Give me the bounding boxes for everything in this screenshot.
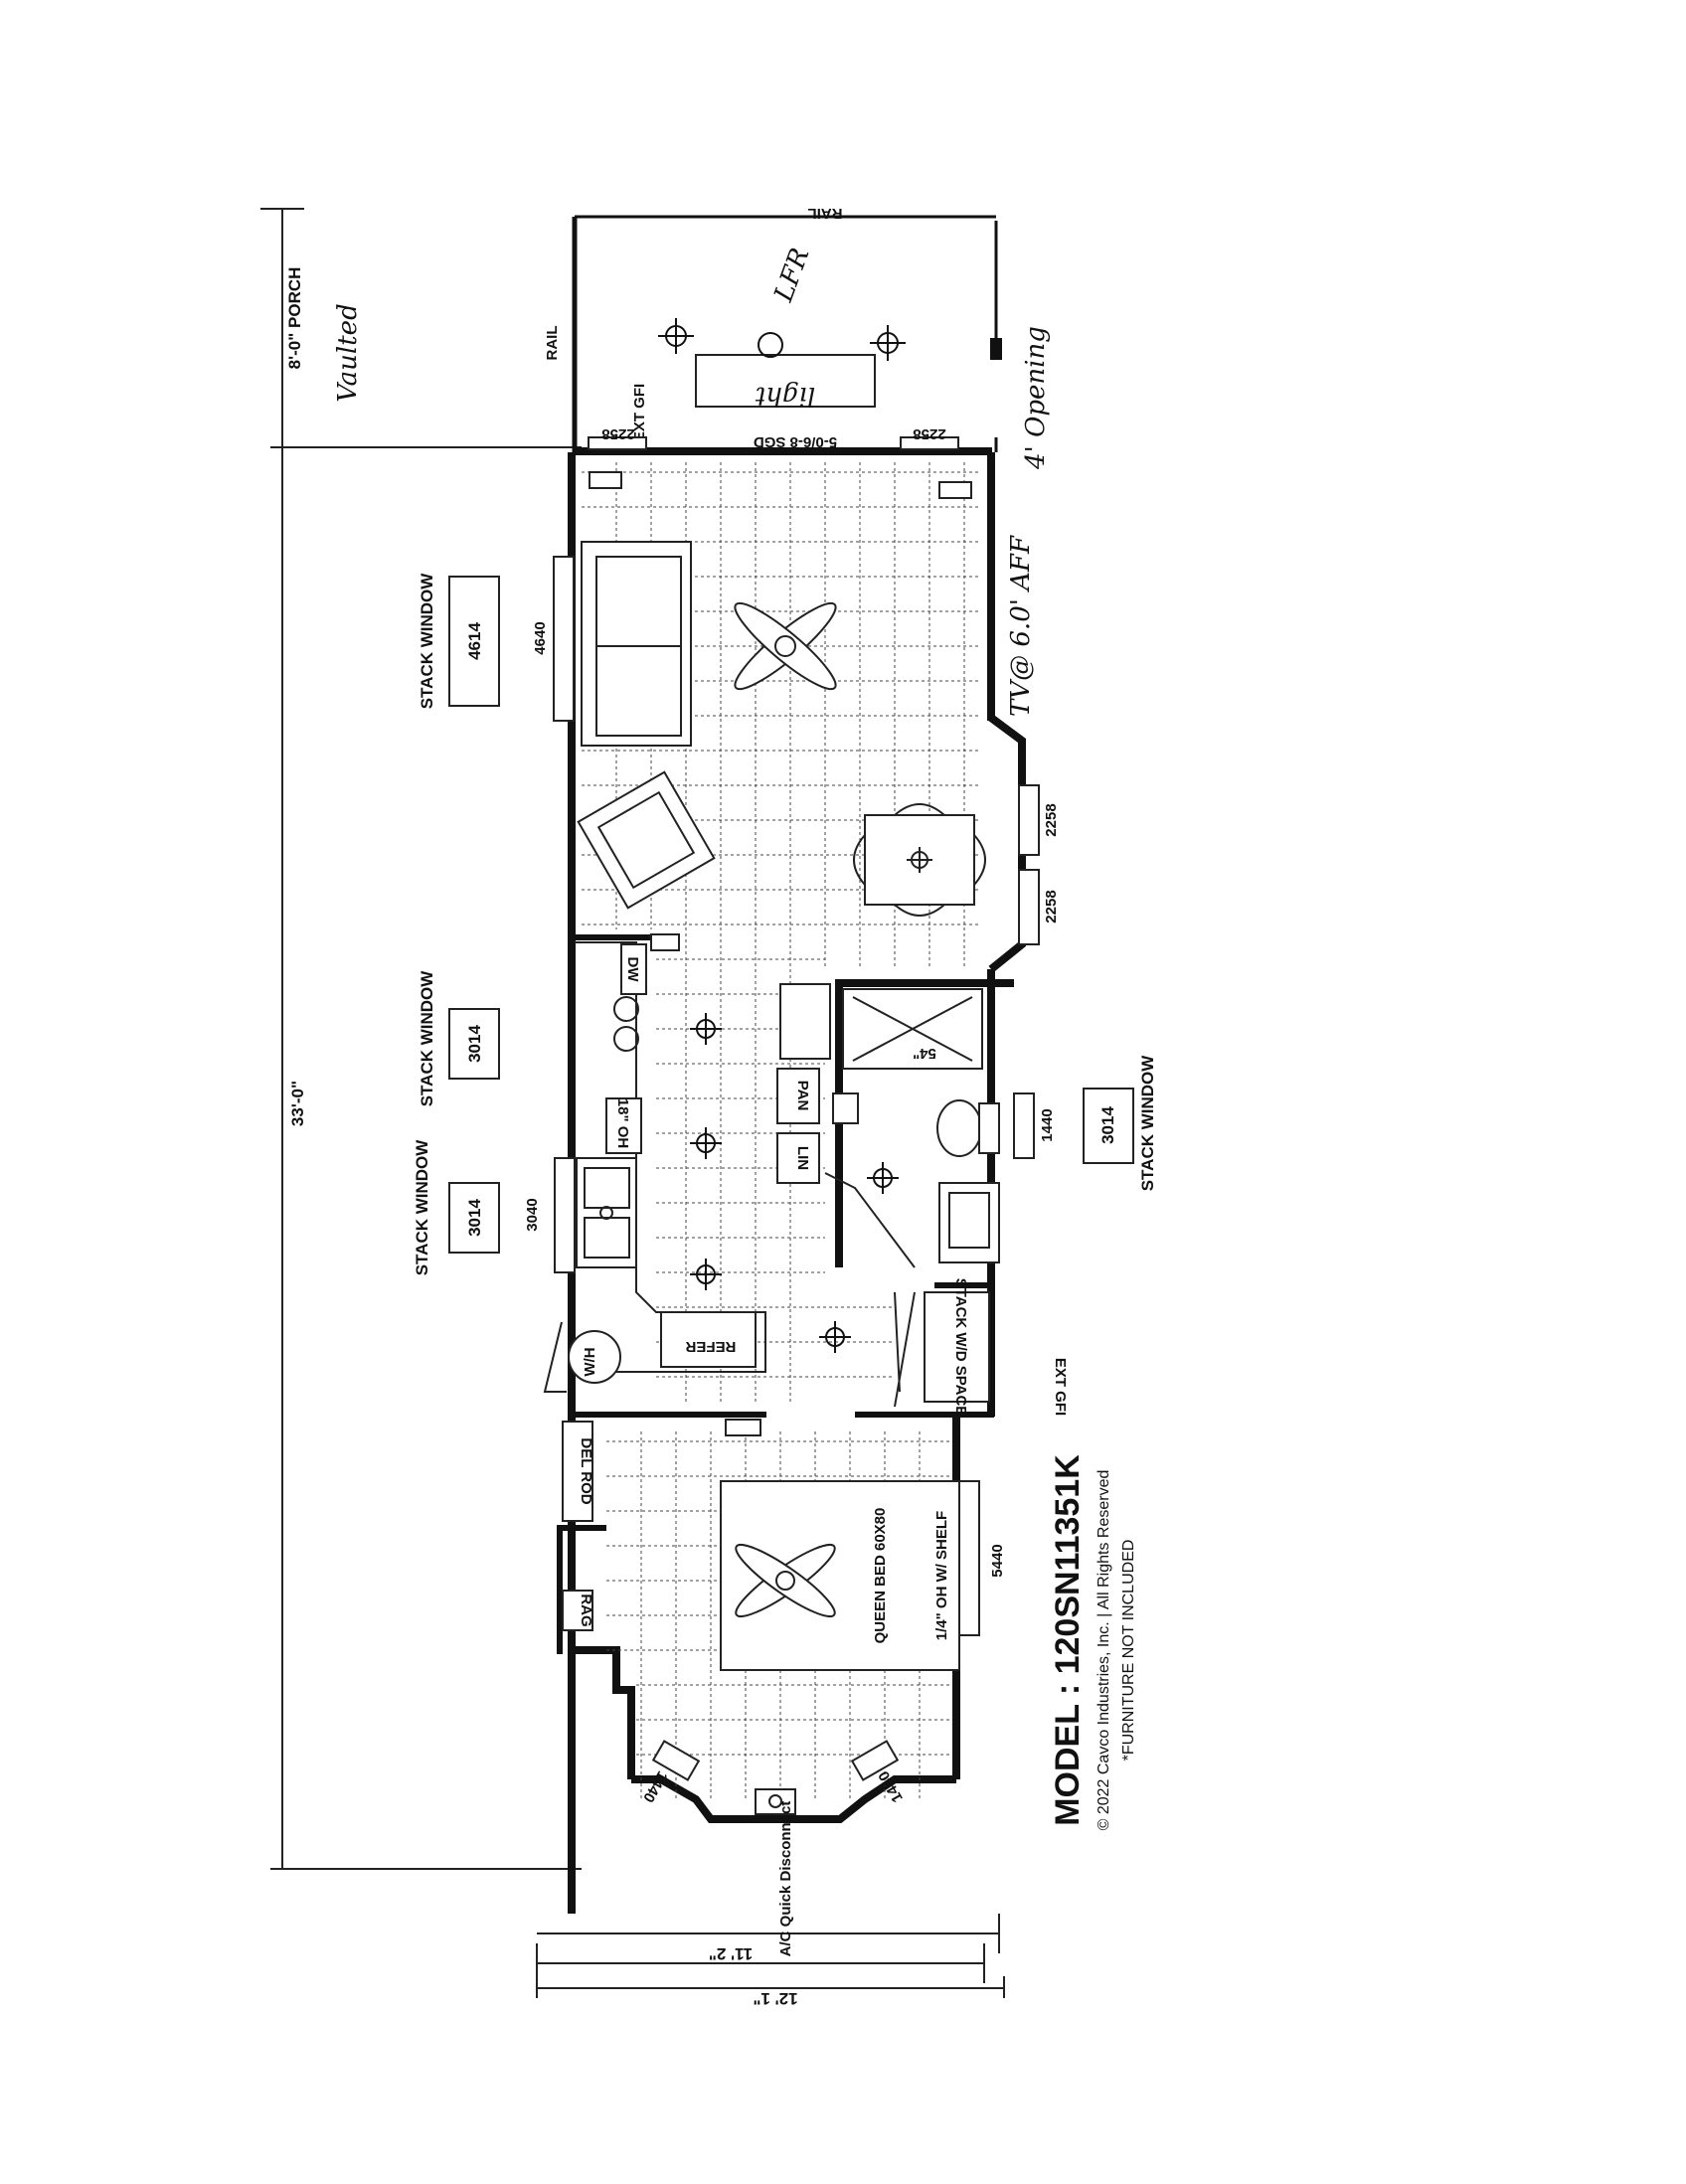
linen-label: LIN: [794, 1146, 811, 1170]
stack-window-4-code: 3014: [1098, 1106, 1117, 1144]
pantry-linen: [776, 983, 831, 1184]
ext-gfi-porch-label: EXT GFI: [631, 384, 648, 441]
rail-side-label: RAIL: [544, 326, 561, 361]
vaulted-note: Vaulted: [333, 303, 363, 402]
stack-window-4: STACK WINDOW: [1138, 1055, 1157, 1192]
stack-window-3-code: 3014: [465, 1199, 484, 1237]
stack-window-3: STACK WINDOW: [413, 1139, 431, 1276]
width-outer-dimension: 12' 1": [753, 1989, 797, 2008]
water-heater: [543, 1321, 621, 1393]
ac-disconnect-label: A/C Quick Disconnect: [777, 1801, 794, 1957]
oven-hood-label: 18" OH: [614, 1098, 631, 1148]
window-5440: 5440: [989, 1544, 1006, 1577]
registers: [589, 471, 972, 1436]
sgd-label: 5-0/6-8 SGD: [754, 433, 837, 450]
shelf-label: 1/4" OH W/ SHELF: [933, 1511, 950, 1640]
water-heater-label: W/H: [582, 1347, 598, 1376]
stack-window-1: STACK WINDOW: [418, 573, 436, 710]
dimension-lines: [260, 208, 1005, 1998]
pantry-label: PAN: [794, 1081, 811, 1111]
porch-lights: [658, 318, 906, 361]
laundry: [894, 1291, 990, 1408]
light-note: light: [755, 381, 815, 411]
dining-table: [853, 803, 986, 917]
bedroom: [562, 1421, 960, 1815]
porch-dimension: 8'-0" PORCH: [285, 267, 304, 370]
stack-window-1-code: 4614: [465, 622, 484, 660]
window-3040: 3040: [524, 1198, 541, 1231]
width-inner-dimension: 11' 2": [709, 1944, 753, 1963]
windows: [553, 436, 1040, 1781]
dishwasher-label: DW: [624, 957, 641, 983]
length-dimension: 33'-0": [288, 1081, 307, 1126]
window-4640: 4640: [532, 621, 549, 654]
stack-window-2-code: 3014: [465, 1025, 484, 1063]
ext-gfi-side-label: EXT GFI: [1052, 1358, 1069, 1416]
window-2258-a: 2258: [601, 425, 634, 442]
window-2258-c: 2258: [1043, 803, 1060, 836]
porch: [572, 215, 1002, 452]
living-ceiling-fan: [734, 601, 837, 691]
sofa: [581, 541, 692, 747]
furniture-note: *FURNITURE NOT INCLUDED: [1120, 1540, 1137, 1762]
bathroom: [824, 988, 1000, 1268]
stack-wd-label: STACK W/D SPACE: [952, 1278, 969, 1417]
window-2258-d: 2258: [1043, 890, 1060, 923]
armchair: [577, 770, 716, 910]
stack-window-2: STACK WINDOW: [418, 970, 436, 1107]
refrigerator-label: REFER: [685, 1338, 736, 1355]
kitchen-counter: [575, 941, 766, 1373]
opening-note: 4' Opening: [1021, 326, 1051, 470]
del-rod-label: DEL ROD: [578, 1437, 594, 1504]
rail-top-label: RAIL: [808, 205, 843, 222]
rag-label: RAG: [578, 1594, 594, 1626]
tv-note: TV@ 6.0' AFF: [1006, 535, 1036, 717]
lfr-note: LFR: [768, 245, 815, 307]
bed-label: QUEEN BED 60X80: [872, 1508, 889, 1644]
tub-label: 54": [913, 1045, 936, 1062]
window-2258-b: 2258: [913, 425, 945, 442]
window-1440-side: 1440: [1039, 1108, 1056, 1141]
model-title: MODEL : 120SN11351K: [1049, 1454, 1087, 1826]
stack-window-boxes: [448, 576, 1134, 1254]
ceiling-lights: [690, 1013, 899, 1353]
copyright-note: © 2022 Cavco Industries, Inc. | All Righ…: [1096, 1470, 1112, 1831]
